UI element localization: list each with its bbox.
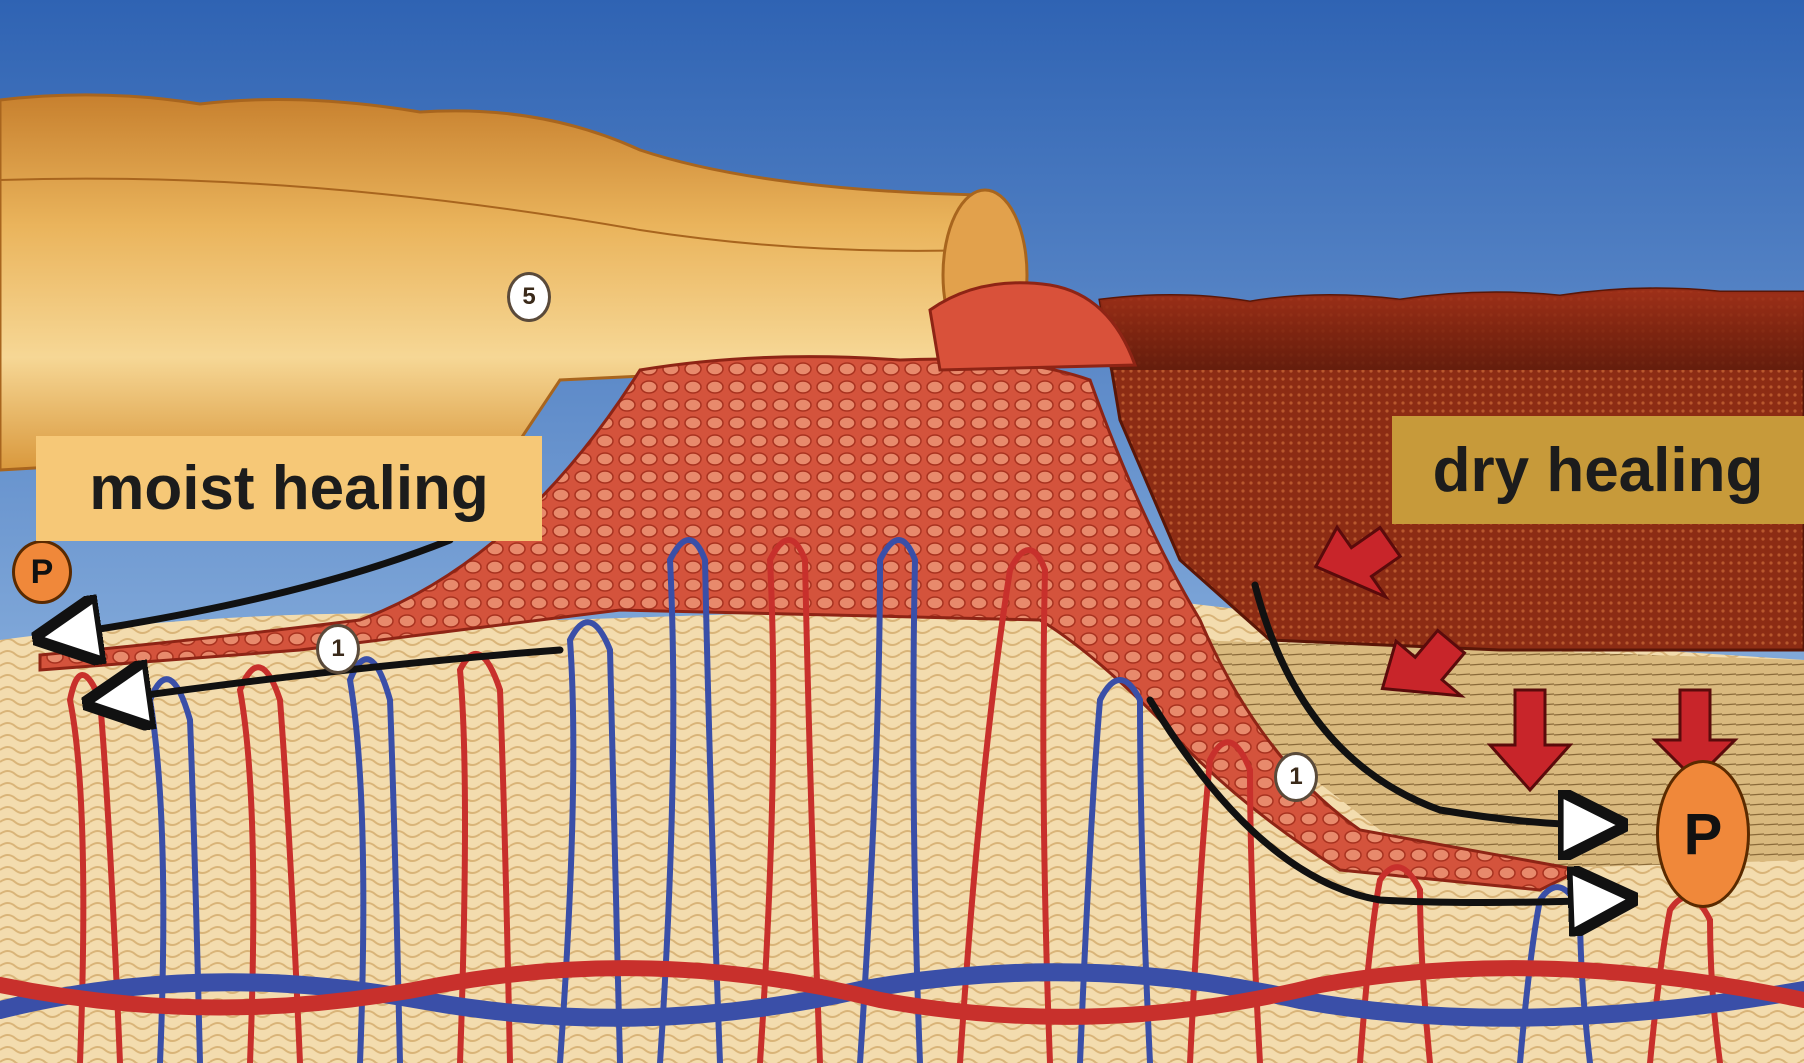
scab-top-band	[1100, 289, 1804, 370]
p-marker-left: P	[12, 540, 72, 604]
dressing-number-marker: 5	[507, 272, 551, 322]
epithelium-number-marker-right: 1	[1274, 752, 1318, 802]
dry-healing-label: dry healing	[1392, 416, 1804, 524]
epithelium-number-marker-left: 1	[316, 624, 360, 674]
p-marker-right: P	[1656, 760, 1750, 908]
moist-healing-label: moist healing	[36, 436, 542, 541]
